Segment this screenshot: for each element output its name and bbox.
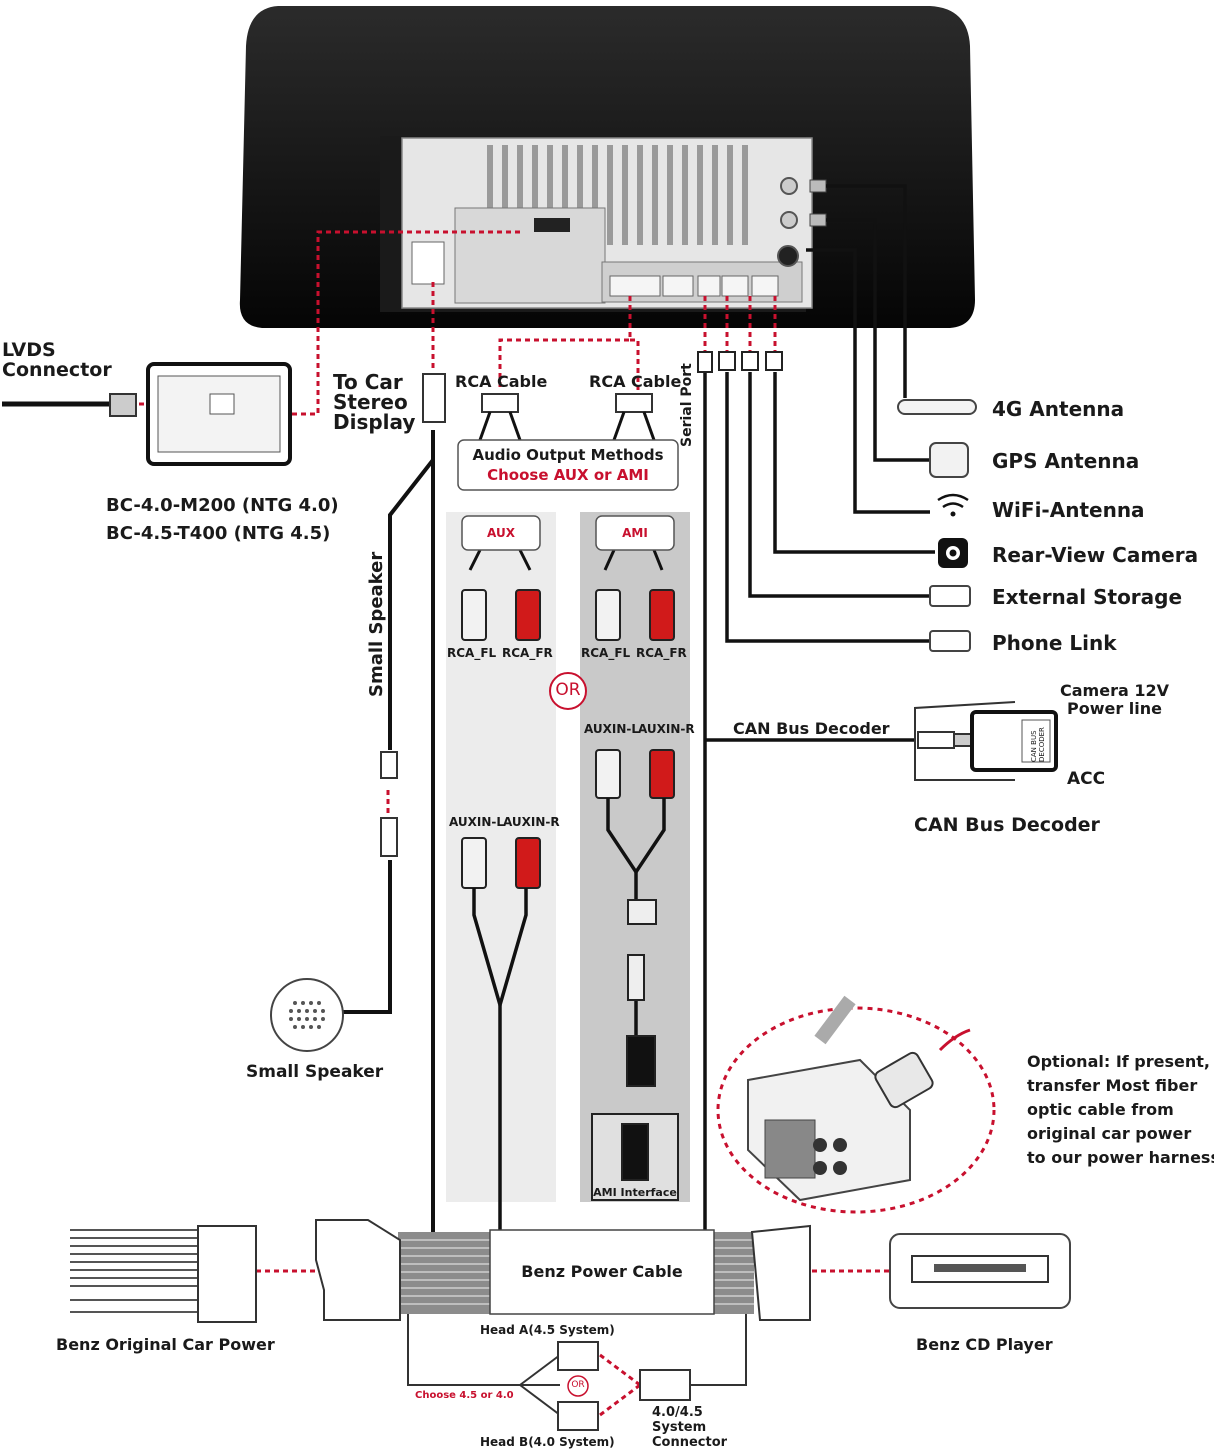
antenna-4g-label: 4G Antenna: [992, 397, 1125, 421]
gps-antenna-label: GPS Antenna: [992, 449, 1140, 473]
ami-interface-label: AMI Interface: [593, 1186, 677, 1199]
benz-original-power: [70, 1225, 257, 1323]
right-wires: [703, 184, 935, 1230]
auxin-r-ami: AUXIN-R: [638, 722, 695, 736]
choose-45-40-label: Choose 4.5 or 4.0: [415, 1390, 514, 1401]
rca-fl-ami: RCA_FL: [581, 646, 631, 660]
phone-link-label: Phone Link: [992, 631, 1117, 655]
model-ntg40: BC-4.0-M200 (NTG 4.0): [106, 495, 339, 516]
choose-aux-ami-label: Choose AUX or AMI: [487, 466, 649, 484]
rca-fr-ami: RCA_FR: [636, 646, 687, 660]
benz-cd-player: [889, 1233, 1071, 1309]
lvds-module: [2, 362, 292, 466]
port-plugs: [697, 351, 783, 373]
aux-box: [461, 515, 541, 551]
right-devices: [897, 399, 977, 652]
audio-output-box: [457, 439, 679, 491]
ami-label: AMI: [622, 526, 648, 540]
rca-plugs: [461, 589, 675, 889]
can-bus-decoder-label: CAN Bus Decoder: [914, 814, 1100, 836]
benz-power-cable-label: Benz Power Cable: [521, 1262, 683, 1281]
optional-bubble: [716, 1006, 996, 1214]
small-speaker-label: Small Speaker: [246, 1062, 384, 1082]
rear-view-camera-label: Rear-View Camera: [992, 543, 1199, 567]
aux-label: AUX: [487, 526, 515, 540]
benz-original-car-power-label: Benz Original Car Power: [56, 1335, 275, 1354]
small-speaker-vertical-label: Small Speaker: [366, 551, 387, 697]
fiber-connector-illustration: [747, 995, 971, 1202]
or-label: OR: [555, 680, 581, 700]
rca-cable-right-label: RCA Cable: [589, 372, 682, 391]
rca-cable-left-label: RCA Cable: [455, 372, 548, 391]
audio-output-methods-label: Audio Output Methods: [472, 446, 664, 464]
acc-label: ACC: [1067, 769, 1106, 789]
speaker-grill: [289, 1001, 325, 1029]
auxin-l-ami: AUXIN-L: [584, 722, 640, 736]
small-speaker-icon: [270, 978, 344, 1052]
optional-note: Optional: If present,transfer Most fiber…: [1027, 1052, 1214, 1167]
head-a-label: Head A(4.5 System): [480, 1323, 615, 1337]
benz-cd-player-label: Benz CD Player: [916, 1335, 1053, 1354]
serial-port-label: Serial Port: [679, 363, 695, 447]
lvds-plug: [422, 373, 446, 423]
can-bus-decoder-line-label: CAN Bus Decoder: [733, 719, 890, 738]
wifi-antenna-label: WiFi-Antenna: [992, 498, 1145, 522]
benz-power-harness: [315, 1219, 811, 1431]
model-ntg45: BC-4.5-T400 (NTG 4.5): [106, 523, 331, 544]
ami-adapter: [591, 899, 679, 1201]
auxin-r-aux: AUXIN-R: [503, 815, 560, 829]
can-bus-device: [914, 701, 1058, 781]
head-b-label: Head B(4.0 System): [480, 1435, 615, 1449]
or-small-label: OR: [571, 1380, 585, 1390]
or-circle: [549, 672, 587, 710]
rca-fl-aux: RCA_FL: [447, 646, 497, 660]
rca-fr-aux: RCA_FR: [502, 646, 553, 660]
auxin-l-aux: AUXIN-L: [449, 815, 505, 829]
rca-connectors: [481, 393, 653, 413]
y-cables: [472, 798, 666, 1232]
head-unit: [239, 6, 975, 328]
rca-branches: [468, 411, 664, 571]
left-wires: [340, 430, 435, 1232]
ami-box: [595, 515, 675, 551]
external-storage-label: External Storage: [992, 585, 1183, 609]
small-speaker-connectors: [380, 751, 398, 857]
